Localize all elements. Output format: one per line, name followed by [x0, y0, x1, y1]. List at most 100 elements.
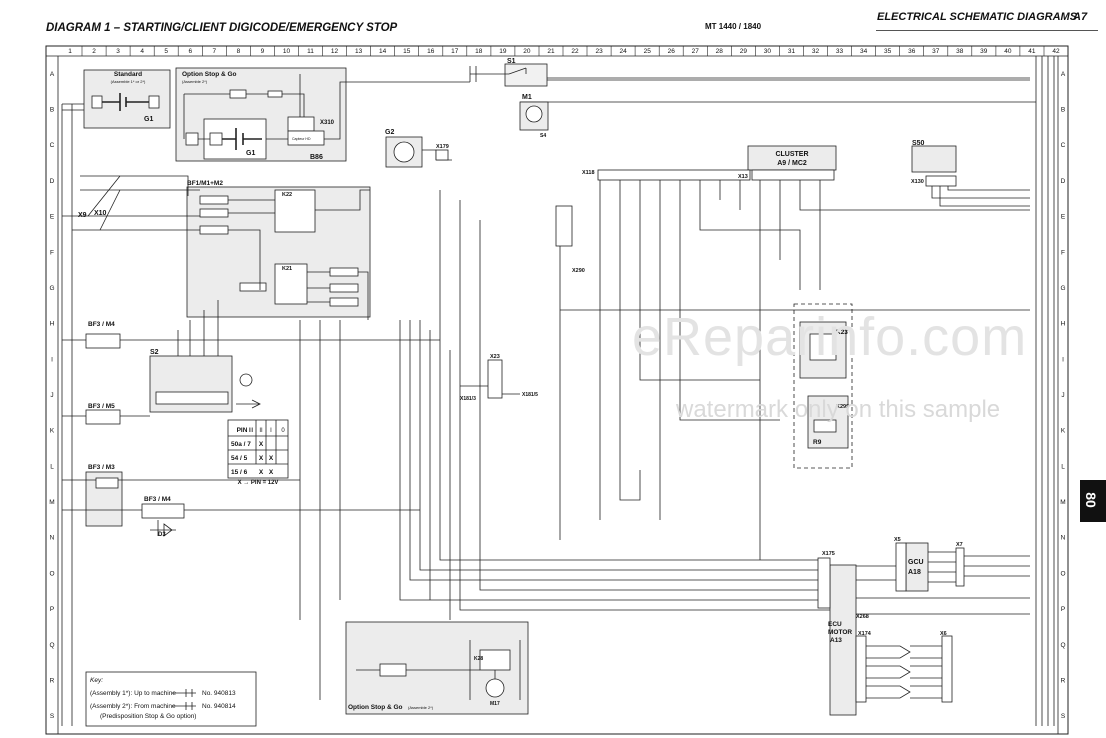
gcu-label: GCU: [908, 559, 924, 566]
cluster-label: CLUSTER: [775, 151, 808, 158]
column-label: 40: [1004, 48, 1012, 55]
row-label-right: G: [1060, 285, 1065, 292]
watermark-main: eReparinfo.com: [632, 307, 1028, 367]
key-title: Key:: [90, 677, 103, 684]
row-label-right: O: [1060, 570, 1065, 577]
row-label-left: Q: [49, 642, 54, 649]
row-label-left: E: [50, 214, 55, 221]
key-line1-label: (Assembly 1*): Up to machine: [90, 690, 176, 697]
bp-connector: [267, 90, 283, 98]
row-label-right: J: [1061, 392, 1064, 399]
ecu-box: [829, 564, 857, 716]
column-label: 2: [92, 48, 96, 55]
row-label-right: A: [1061, 71, 1066, 78]
top-feed-wires: [520, 77, 1036, 103]
column-label: 37: [932, 48, 940, 55]
pin-table-title: PIN: [237, 427, 248, 434]
k21-relay: [274, 263, 308, 305]
s50-label: S50: [912, 140, 925, 147]
column-label: 21: [547, 48, 555, 55]
diagram-frame: [45, 45, 1069, 735]
column-label: 32: [812, 48, 820, 55]
row-label-left: B: [50, 107, 54, 114]
s1-label: S1: [507, 58, 516, 65]
bf1-label: BF1/M1+M2: [187, 180, 223, 187]
row-label-right: P: [1061, 606, 1065, 613]
g1b-label: G1: [246, 150, 255, 157]
page-id: A7: [1073, 11, 1088, 23]
s2-key-position: [239, 373, 253, 387]
bf3-m4-label: BF3 / M4: [88, 321, 115, 328]
x130-label: X130: [911, 179, 924, 185]
bf3-m5-label: BF3 / M5: [88, 403, 115, 410]
header-rule: [876, 30, 1098, 31]
pin-row-1: 50a / 7: [231, 441, 251, 448]
pin-table-col-3: III: [248, 428, 253, 434]
row-label-right: M: [1060, 499, 1065, 506]
column-label: 41: [1028, 48, 1036, 55]
x10-label: X10: [94, 210, 107, 217]
g1b-terminal-left: [185, 132, 199, 146]
pin-row-2-mark-a: X: [259, 455, 264, 462]
row-label-right: S: [1061, 713, 1066, 720]
k23-relay: [809, 333, 837, 361]
column-label: 19: [499, 48, 507, 55]
x23-wiring: [429, 330, 520, 620]
column-label: 34: [860, 48, 868, 55]
x1-fuse: [555, 205, 573, 247]
column-label: 14: [379, 48, 387, 55]
row-label-left: R: [50, 678, 55, 685]
g2-label: G2: [385, 129, 394, 136]
column-label: 16: [427, 48, 435, 55]
pin-table-col-2: II: [259, 428, 263, 434]
column-label: 35: [884, 48, 892, 55]
bf1-fuse-4: [239, 282, 267, 292]
row-label-right: Q: [1060, 642, 1065, 649]
r9-heater: [813, 419, 837, 433]
key-symbol-1: [172, 689, 196, 697]
k28-label: K28: [474, 656, 483, 662]
column-label: 28: [716, 48, 724, 55]
column-label: 6: [188, 48, 192, 55]
row-label-left: K: [50, 428, 55, 435]
column-label: 7: [212, 48, 216, 55]
x174-label: X174: [858, 631, 872, 637]
row-label-left: O: [49, 570, 54, 577]
section-title: ELECTRICAL SCHEMATIC DIAGRAMS: [877, 11, 1078, 23]
k23-label: K23: [836, 329, 848, 336]
column-label: 18: [475, 48, 483, 55]
column-label: 10: [283, 48, 291, 55]
column-label: 30: [764, 48, 772, 55]
column-label: 25: [644, 48, 652, 55]
x6-label: X6: [940, 631, 947, 637]
pin-row-3: 15 / 6: [231, 469, 248, 476]
bf3-m3-fuse: [95, 477, 119, 489]
column-label: 4: [140, 48, 144, 55]
row-label-right: H: [1061, 321, 1066, 328]
bf1-fuse-2: [199, 208, 229, 218]
key-line2-label: (Assembly 2*): From machine: [90, 703, 176, 710]
x310-connector: [287, 130, 325, 146]
stopgo2-note: (Assemble 2*): [408, 705, 434, 710]
pin-table-legend: X → PIN = 12V: [238, 480, 279, 486]
row-label-left: M: [49, 499, 54, 506]
key-line3: (Predisposition Stop & Go option): [100, 713, 196, 720]
column-label: 22: [571, 48, 579, 55]
row-label-left: N: [50, 535, 55, 542]
cluster-box: [747, 145, 837, 171]
column-label: 9: [261, 48, 265, 55]
x13-label: X13: [738, 174, 748, 180]
bf3-m4b-fuse: [141, 503, 185, 519]
pin-table-col-1: I: [270, 428, 272, 434]
row-label-left: D: [50, 178, 55, 185]
m17-label: M17: [490, 701, 500, 707]
bf3-m4-fuse: [85, 333, 121, 349]
x5-label: X5: [894, 537, 901, 543]
x6-connector: [941, 635, 953, 703]
x310-label: X310: [320, 120, 335, 126]
x175-connector: [817, 557, 831, 609]
pin-row-2-mark-b: X: [269, 455, 274, 462]
row-label-left: J: [50, 392, 53, 399]
